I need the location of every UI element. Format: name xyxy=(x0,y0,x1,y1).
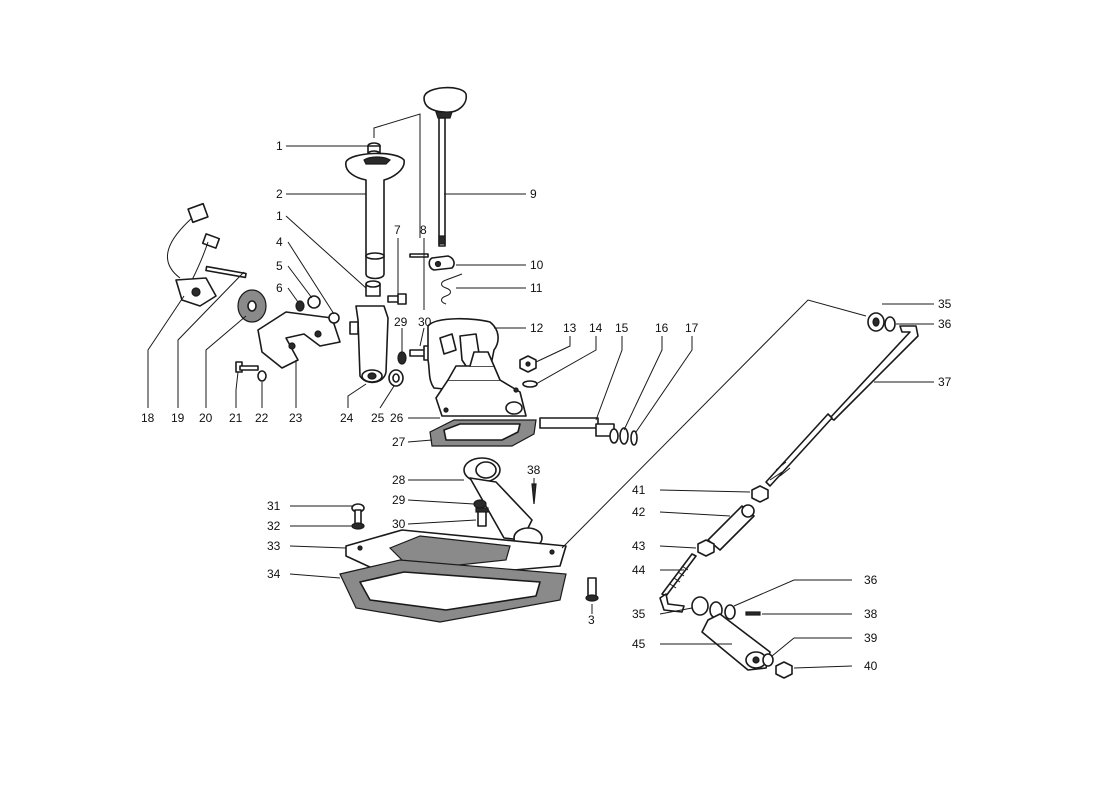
callout-24: 24 xyxy=(340,411,354,425)
lever-fork xyxy=(428,255,455,271)
washer-14 xyxy=(522,380,538,388)
callout-13: 13 xyxy=(563,321,577,335)
nut-29-lower xyxy=(473,499,487,509)
callout-41: 41 xyxy=(632,483,646,497)
callout-45: 45 xyxy=(632,637,646,651)
nut-41 xyxy=(751,485,769,503)
callout-23: 23 xyxy=(289,411,303,425)
callout-11: 11 xyxy=(530,281,543,295)
callout-18: 18 xyxy=(141,411,155,425)
linkage-rod-37 xyxy=(765,312,919,487)
threaded-rod-44 xyxy=(659,553,697,613)
nut-29-upper xyxy=(397,345,431,365)
callout-2: 2 xyxy=(276,187,283,201)
washer-22 xyxy=(257,370,267,382)
lever-housing xyxy=(345,152,405,280)
callout-8: 8 xyxy=(420,223,427,237)
callout-44: 44 xyxy=(632,563,646,577)
nut-4 xyxy=(328,312,340,324)
bracket-23 xyxy=(257,311,341,369)
nut-43 xyxy=(697,539,715,557)
callout-17: 17 xyxy=(685,321,699,335)
callout-38-lower: 38 xyxy=(864,607,878,621)
disc-20 xyxy=(237,289,267,323)
rod-19 xyxy=(205,265,247,279)
callout-9: 9 xyxy=(530,187,537,201)
gasket-34 xyxy=(339,559,567,623)
callout-27: 27 xyxy=(392,435,406,449)
callout-31: 31 xyxy=(267,499,281,513)
nut-13 xyxy=(519,355,537,373)
pin xyxy=(409,253,429,258)
parts-drawing xyxy=(167,86,919,679)
bolt-30-lower xyxy=(475,507,489,527)
callout-15: 15 xyxy=(615,321,629,335)
split-pin-38-right xyxy=(745,611,761,616)
callout-25: 25 xyxy=(371,411,385,425)
callout-34: 34 xyxy=(267,567,281,581)
callout-32: 32 xyxy=(267,519,281,533)
lever-45 xyxy=(701,613,771,671)
gear-lever-knob xyxy=(423,86,468,247)
callout-6: 6 xyxy=(276,281,283,295)
washer-5 xyxy=(307,295,321,309)
washer-25 xyxy=(388,369,404,387)
callout-43: 43 xyxy=(632,539,646,553)
bolt-21 xyxy=(235,361,259,373)
washer-32 xyxy=(351,522,365,530)
callout-22: 22 xyxy=(255,411,269,425)
washer-36b xyxy=(724,604,736,620)
callout-1-lower: 1 xyxy=(276,209,283,223)
callout-10: 10 xyxy=(530,258,544,272)
callout-36-upper: 36 xyxy=(938,317,952,331)
washer-16 xyxy=(619,427,629,445)
reverse-light-switch xyxy=(167,202,221,307)
bolt-7 xyxy=(387,293,407,305)
callout-40: 40 xyxy=(864,659,878,673)
callout-19: 19 xyxy=(171,411,185,425)
callout-12: 12 xyxy=(530,321,544,335)
split-pin-38 xyxy=(531,483,537,505)
spring xyxy=(441,273,463,305)
gasket-27 xyxy=(429,419,537,447)
callout-37: 37 xyxy=(938,375,952,389)
callout-35-lower: 35 xyxy=(632,607,646,621)
sleeve-42 xyxy=(707,504,755,551)
bush-35-lower xyxy=(691,596,709,616)
callout-39: 39 xyxy=(864,631,878,645)
callout-7: 7 xyxy=(394,223,401,237)
callout-30-upper: 30 xyxy=(418,315,432,329)
bolt-3 xyxy=(585,577,599,602)
callout-28: 28 xyxy=(392,473,406,487)
nut-40 xyxy=(775,661,793,679)
callout-29-upper: 29 xyxy=(394,315,408,329)
callout-42: 42 xyxy=(632,505,646,519)
callout-30-lower: 30 xyxy=(392,517,406,531)
callout-20: 20 xyxy=(199,411,213,425)
callout-1-top: 1 xyxy=(276,139,283,153)
callout-4: 4 xyxy=(276,235,283,249)
callout-14: 14 xyxy=(589,321,603,335)
lever-support xyxy=(349,305,389,384)
bolt-31 xyxy=(351,503,365,525)
callout-38-upper: 38 xyxy=(527,463,541,477)
callout-35-upper: 35 xyxy=(938,297,952,311)
callout-21: 21 xyxy=(229,411,243,425)
callout-29-lower: 29 xyxy=(392,493,406,507)
washer-39 xyxy=(762,653,774,667)
callout-3: 3 xyxy=(588,613,595,627)
callout-labels: 1 2 1 4 5 6 7 8 9 10 11 12 13 14 15 16 1… xyxy=(141,139,952,673)
callout-5: 5 xyxy=(276,259,283,273)
circlip-17 xyxy=(630,430,638,446)
callout-16: 16 xyxy=(655,321,669,335)
callout-33: 33 xyxy=(267,539,281,553)
selector-housing xyxy=(435,351,527,417)
callout-36-lower: 36 xyxy=(864,573,878,587)
nut-6 xyxy=(295,300,305,312)
callout-26: 26 xyxy=(390,411,404,425)
selector-shaft xyxy=(539,417,619,444)
bush-lower xyxy=(365,280,381,297)
leader-lines xyxy=(147,113,934,669)
